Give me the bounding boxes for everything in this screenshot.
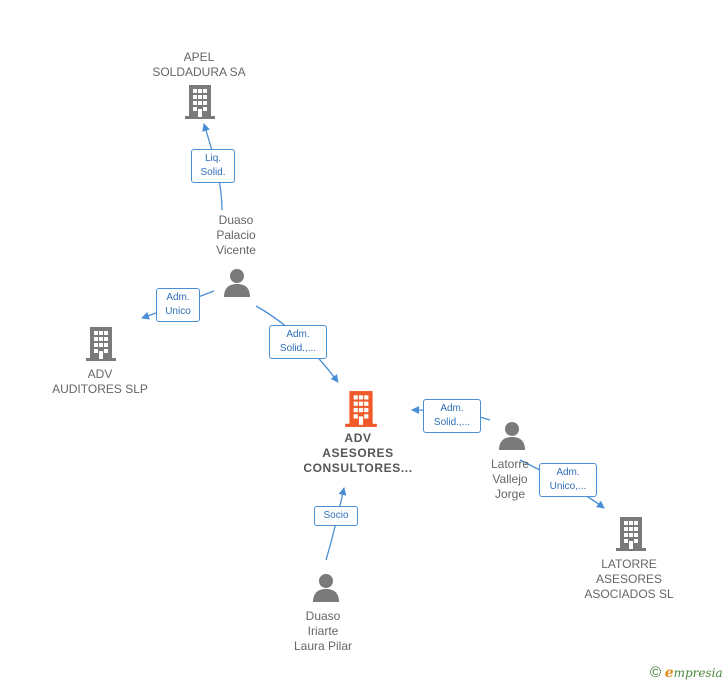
edge-label-liq-solid[interactable]: Liq. Solid. [191,149,235,183]
node-label-line: Vicente [216,243,256,257]
node-adv-auditores-label: ADV AUDITORES SLP [52,367,148,397]
footer-copyright: © empresia [650,664,723,681]
building-icon [616,517,646,551]
node-label-line: SOLDADURA SA [152,65,246,79]
node-label-line: APEL [183,50,215,64]
node-latorre-jorge-label: Latorre Vallejo Jorge [491,457,529,502]
node-label-line: Latorre [490,457,530,471]
node-label-line: ASESORES [595,572,663,586]
logo-letter: e [664,665,674,681]
node-label-line: Iriarte [307,624,339,638]
node-label-line: CONSULTORES... [303,461,413,475]
logo-text: mpresia [673,666,723,680]
edge-line [325,487,347,561]
edge-label-adm-solid-vicente[interactable]: Adm. Solid.,... [269,325,327,359]
node-label-line: Vallejo [492,472,528,486]
node-adv-asesores-label: ADV ASESORES CONSULTORES... [303,431,412,476]
edge-label-socio[interactable]: Socio [314,506,358,526]
node-label-line: Duaso [305,609,341,623]
copyright-icon: © [650,664,662,681]
node-duaso-laura-label: Duaso Iriarte Laura Pilar [294,609,352,654]
node-label-line: ASESORES [322,446,394,460]
edge-label-adm-unico[interactable]: Adm. Unico [156,288,200,322]
edge-label-line: Solid.,... [433,417,471,428]
node-label-line: Palacio [216,228,256,242]
edge-label-line: Adm. [166,292,190,303]
empresia-logo: empresia [664,665,723,681]
node-label-line: AUDITORES SLP [52,382,148,396]
node-label-line: LATORRE [601,557,657,571]
edge-label-line: Unico,... [549,481,587,492]
edge-label-adm-solid-jorge[interactable]: Adm. Solid.,... [423,399,481,433]
edge-label-line: Solid. [200,167,226,178]
person-icon [224,269,250,297]
node-label-line: ASOCIADOS SL [584,587,674,601]
node-apel-label: APEL SOLDADURA SA [152,50,245,80]
node-label-line: Laura Pilar [293,639,353,653]
edge-label-line: Adm. [440,403,464,414]
building-icon [185,85,215,119]
node-latorre-asesores-label: LATORRE ASESORES ASOCIADOS SL [584,557,673,602]
node-label-line: Duaso [218,213,254,227]
edge-label-line: Socio [323,510,349,521]
edge-label-line: Unico [165,306,191,317]
edge-label-line: Liq. [204,153,222,164]
edge-label-adm-unico-jorge[interactable]: Adm. Unico,... [539,463,597,497]
building-icon [86,327,116,361]
person-icon [499,422,525,450]
edge-label-line: Adm. [556,467,580,478]
edge-label-line: Solid.,... [279,343,317,354]
node-label-line: ADV [87,367,113,381]
node-label-line: Jorge [494,487,526,501]
person-icon [313,574,339,602]
node-duaso-vicente-label: Duaso Palacio Vicente [216,213,256,258]
node-label-line: ADV [344,431,372,445]
edge-label-line: Adm. [286,329,310,340]
building-icon [345,391,377,427]
